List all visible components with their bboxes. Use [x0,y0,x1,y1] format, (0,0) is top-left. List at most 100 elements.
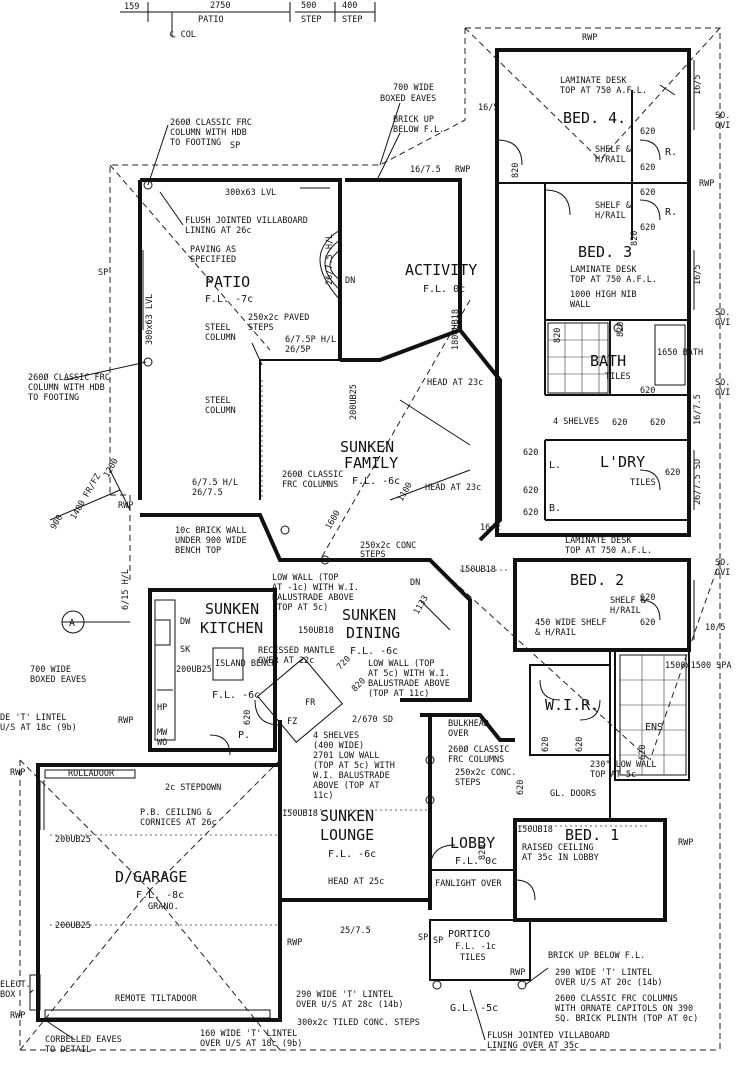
dim-1400-frfz: 1400 FR/FZ [69,472,103,521]
note-rwp-top: RWP [582,33,597,43]
note-head-23-a: HEAD AT 23c [427,378,483,388]
dim-620-pantry: 620 [243,710,253,725]
note-dim-1600: 1600 [324,509,343,532]
note-lintel-4b: OVER U/S AT 20c (14b) [555,978,662,988]
note-brick-wall-c: BENCH TOP [175,546,221,556]
label-hotplate: HP [157,703,167,713]
note-shelf-2b: H/RAIL [610,606,641,616]
note-low-wall-2c: BALUSTRADE ABOVE [368,679,450,689]
room-lounge-name-2: LOUNGE [320,826,374,844]
note-frc-columns-1b: FRC COLUMNS [282,480,338,490]
leader-lines [29,84,676,1041]
note-lintel-3b: OVER U/S AT 28c (14b) [296,1000,403,1010]
note-beam-200-1: 200UB25 [349,384,359,420]
note-lintel-2a: 160 WIDE 'T' LINTEL [200,1029,297,1039]
dim-820-c: 820 [553,328,563,343]
note-bath-size: 1650 BATH [657,348,703,358]
room-patio-level: F.L. -7c [205,294,253,305]
label-elect-box-b: BOX [0,990,16,1000]
note-rwp-kitchen: RWP [118,716,133,726]
dim-620-l: 620 [516,780,526,795]
dim-16-2: 16/2 [480,523,500,533]
note-soffit-4a: SO. [715,558,730,568]
dim-620-d: 620 [640,223,655,233]
note-head-23-b: HEAD AT 23c [425,483,481,493]
note-shelf-3b: H/RAIL [595,211,626,221]
dim-820-bath: 820 [616,322,626,337]
label-robe-3: R. [665,207,677,218]
note-16-5-a: 16/5 [478,103,498,113]
room-laundry: L'DRY [600,453,645,471]
note-26-7-5-hl: 26/7.5 H/L [325,234,335,285]
dim-1200: 1200 [102,457,121,480]
note-lintel-3a: 290 WIDE 'T' LINTEL [296,990,393,1000]
note-conc-steps-2b: STEPS [455,778,481,788]
note-paved-steps-b: STEPS [248,323,274,333]
note-brick-wall-b: UNDER 900 WIDE [175,536,247,546]
dim-16-5-b: 16/5 [693,75,703,95]
note-soffit-1b: OVI [715,121,730,131]
room-portico-name: PORTICO [448,929,490,940]
note-low-wall-1d: (TOP AT 5c) [272,603,328,613]
dim-620-b: 620 [640,163,655,173]
note-column-2a: 260Ø CLASSIC FRC [28,372,110,383]
label-rolladoor: ROLLADOOR [68,769,115,779]
eaves-outline [19,27,721,1051]
note-lintel-2b: OVER U/S AT 18c (9b) [200,1039,302,1049]
dim-620-i: 620 [665,468,680,478]
room-portico-level: F.L. -1c [455,942,496,952]
note-25-7-5-a: 25/7.5 [340,926,371,936]
note-paving-b: SPECIFIED [190,255,236,265]
label-broom: B. [549,503,561,514]
dim-patio: PATIO [198,15,224,25]
note-boxed-eaves-1: 700 WIDE [393,83,434,93]
room-bed-2: BED. 2 [570,571,624,589]
dim-step-2: STEP [342,15,362,25]
note-classic-cols-b: WITH ORNATE CAPITOLS ON 390 [555,1004,693,1014]
note-dn-1: DN [345,276,355,286]
note-beam-200-4: 200UB25 [55,921,91,931]
label-sink: SK [180,645,191,655]
note-raised-ceiling-b: AT 35c IN LOBBY [522,853,599,863]
note-ceiling-b: CORNICES AT 26c [140,818,217,828]
note-desk-2b: TOP AT 750 A.F.L. [565,546,652,556]
note-sp-top: SP [230,141,240,151]
room-family-name-1: SUNKEN [340,438,394,456]
note-brick-wall-a: 10c BRICK WALL [175,526,247,536]
note-beam-1800: 1800UB18 [451,309,461,350]
note-beam-150-3: 150UB18 [282,809,318,819]
note-rwp-1: RWP [455,165,470,175]
note-rwp-right-1: RWP [699,179,714,189]
dim-620-wir-a: 620 [541,737,551,752]
note-column-1a: 260Ø CLASSIC FRC [170,117,252,128]
note-classic-cols-a: 2600 CLASSIC FRC COLUMNS [555,994,678,1004]
room-lobby-name: LOBBY [450,834,495,852]
note-steel-col-1a: STEEL [205,323,231,333]
note-shelves-d: (TOP AT 5c) WITH [313,761,395,771]
note-steel-col-1b: COLUMN [205,333,236,343]
note-rwp-2: RWP [287,938,302,948]
note-desk-4b: TOP AT 750 A.F.L. [560,86,647,96]
note-classic-cols-c: SQ. BRICK PLINTH (TOP AT 0c) [555,1014,698,1024]
note-lintel-4a: 290 WIDE 'T' LINTEL [555,968,652,978]
room-family-name-2: FAMILY [344,454,398,472]
room-dining-level: F.L. -6c [350,646,398,657]
note-6-7-5-hl-b: 26/7.5 [192,488,223,498]
note-steel-col-2b: COLUMN [205,406,236,416]
note-soffit-2b: OVI [715,318,730,328]
note-low-wall-3a: 230° LOW WALL [590,760,657,770]
note-corbelled-a: CORBELLED EAVES [45,1035,122,1045]
beam-lines [50,380,650,926]
note-desk-3a: LAMINATE DESK [570,265,637,275]
note-paved-steps-a: 250x2c PAVED [248,313,309,323]
note-nib-wall-b: WALL [570,300,590,310]
note-16-7-5: 16/7.5 [410,165,441,175]
label-tiles-laundry: TILES [630,478,656,488]
note-conc-steps-2a: 250x2c CONC. [455,768,516,778]
note-lvl-2: 300x63 LVL [145,294,155,345]
note-shelves-c: 2701 LOW WALL [313,751,380,761]
note-mantle-b: OVER AT 22c [258,656,314,666]
note-soffit-3b: OVI [715,388,730,398]
note-soffit-4b: OVI [715,568,730,578]
